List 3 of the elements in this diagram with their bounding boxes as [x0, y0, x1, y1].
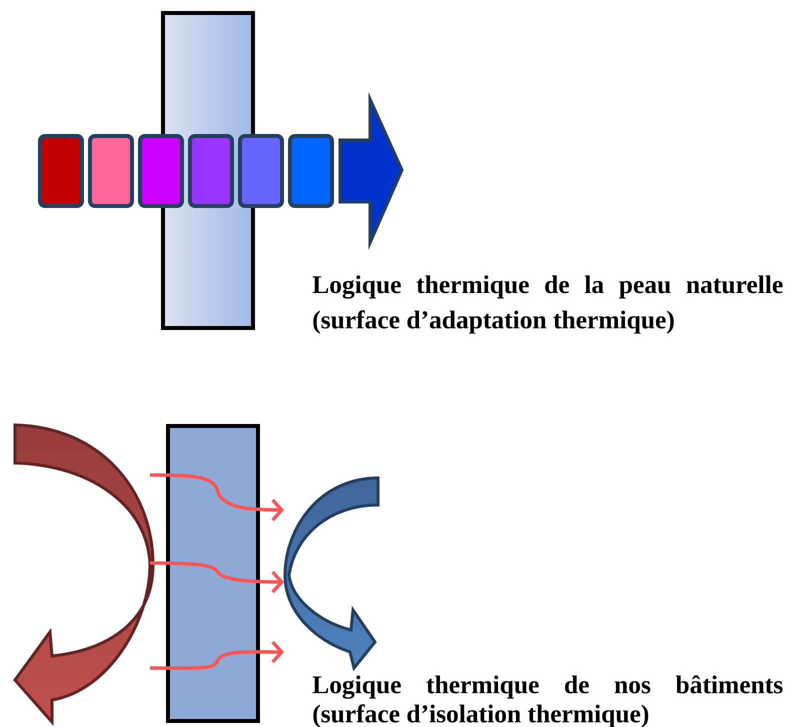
caption-text: (surface d’adaptation thermique)	[313, 310, 674, 334]
caption-text: Logique thermique de nos bâtiments	[312, 675, 783, 699]
caption-text: Logique thermique de la peau naturelle	[312, 275, 783, 299]
